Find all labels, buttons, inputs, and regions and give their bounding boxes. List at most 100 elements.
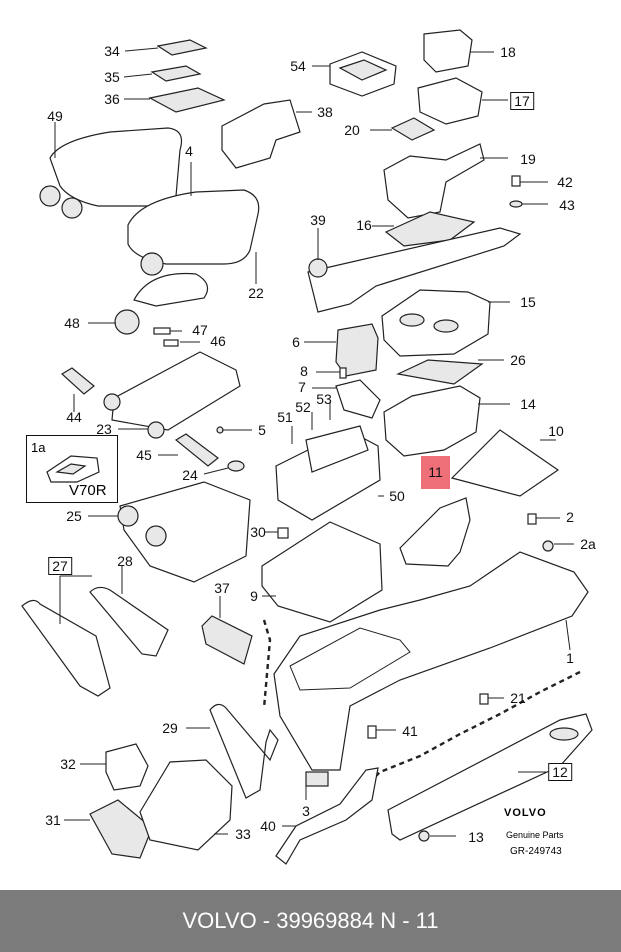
tray-54 (312, 51, 397, 97)
callout-13: 13 (468, 829, 484, 845)
callout-10: 10 (548, 423, 564, 439)
mat-20 (370, 117, 436, 141)
callout-33: 33 (235, 826, 251, 842)
callout-53: 53 (316, 391, 332, 407)
callout-12: 12 (548, 763, 572, 781)
parts-diagram: 34 35 36 49 38 54 18 17 20 19 4 42 43 39… (21, 29, 596, 865)
callout-29: 29 (162, 720, 178, 736)
brand-line: Genuine Parts (506, 830, 564, 840)
callout-45: 45 (136, 447, 152, 463)
callout-47: 47 (192, 322, 208, 338)
callout-28: 28 (117, 553, 133, 569)
mat-16 (372, 211, 476, 247)
callout-34: 34 (104, 43, 120, 59)
callout-1: 1 (566, 650, 574, 666)
callout-2: 2 (566, 509, 574, 525)
callout-43: 43 (559, 197, 575, 213)
callout-7: 7 (298, 379, 306, 395)
callout-19: 19 (520, 151, 536, 167)
box-50 (275, 425, 384, 521)
callout-51: 51 (277, 409, 293, 425)
callout-37: 37 (214, 580, 230, 596)
callout-48: 48 (64, 315, 80, 331)
callout-21: 21 (510, 690, 526, 706)
hinge-23 (60, 351, 252, 439)
brand-name: VOLVO (504, 807, 547, 819)
callout-38: 38 (317, 104, 333, 120)
trims-27-28 (21, 566, 169, 697)
pins-45-24 (158, 433, 245, 475)
callout-8: 8 (300, 363, 308, 379)
armrest-4 (127, 162, 260, 276)
box-9 (261, 521, 383, 623)
callout-31: 31 (45, 812, 61, 828)
callout-9: 9 (250, 588, 258, 604)
callout-23: 23 (96, 421, 112, 437)
callout-49: 49 (47, 108, 63, 124)
bracket-38 (221, 99, 312, 169)
callout-50: 50 (389, 488, 405, 504)
box-14 (383, 385, 510, 457)
callout-16: 16 (356, 217, 372, 233)
callout-14: 14 (520, 396, 536, 412)
callout-25: 25 (66, 508, 82, 524)
callout-39: 39 (310, 212, 326, 228)
panel-37 (201, 596, 272, 709)
trim-29 (186, 703, 279, 799)
panel-12 (387, 713, 593, 842)
inset-drawing (46, 455, 100, 483)
callout-17: 17 (510, 92, 534, 110)
callout-42: 42 (557, 174, 573, 190)
callout-35: 35 (104, 69, 120, 85)
mat-26 (396, 359, 504, 385)
insert-6 (304, 323, 379, 377)
screws-51-53 (291, 402, 331, 444)
screw-21 (479, 693, 504, 705)
callout-26: 26 (510, 352, 526, 368)
bracket-25 (88, 481, 251, 583)
callout-40: 40 (260, 818, 276, 834)
inset-model: V70R (69, 482, 107, 499)
frame-39 (307, 227, 522, 313)
callout-46: 46 (210, 333, 226, 349)
cupholder-15 (381, 289, 510, 357)
callout-3: 3 (302, 803, 310, 819)
bracket-7 (312, 367, 381, 419)
cover-10 (450, 429, 560, 497)
callout-5: 5 (258, 422, 266, 438)
callout-6: 6 (292, 334, 300, 350)
screws-2 (527, 513, 574, 552)
inset-detail-1a: 1a V70R (26, 435, 118, 503)
callout-24: 24 (182, 467, 198, 483)
callout-41: 41 (402, 723, 418, 739)
callout-36: 36 (104, 91, 120, 107)
inset-callout: 1a (31, 440, 46, 455)
callout-27: 27 (48, 557, 72, 575)
footer-title: VOLVO - 39969884 N - 11 (0, 890, 621, 952)
bracket-40 (275, 725, 396, 865)
callout-22: 22 (248, 285, 264, 301)
callout-20: 20 (344, 122, 360, 138)
callout-4: 4 (185, 143, 193, 159)
callout-18: 18 (500, 44, 516, 60)
screws-42-43 (509, 175, 548, 208)
cupholder-48 (88, 252, 257, 347)
callout-15: 15 (520, 294, 536, 310)
console-1 (273, 551, 589, 793)
diagram-drawing (21, 29, 593, 865)
callout-52: 52 (295, 399, 311, 415)
armrest-49 (39, 122, 183, 219)
box-19 (383, 143, 508, 219)
callout-54: 54 (290, 58, 306, 74)
highlight-label: 11 (428, 464, 443, 480)
callout-30: 30 (250, 524, 266, 540)
trays-31-33 (64, 743, 233, 859)
callout-32: 32 (60, 756, 76, 772)
cups-18-17 (417, 29, 508, 125)
highlight-part-11: 11 (421, 456, 450, 489)
filter-mats (123, 39, 226, 113)
part-11 (399, 497, 471, 567)
callout-44: 44 (66, 409, 82, 425)
callout-2a: 2a (580, 536, 596, 552)
drawing-code: GR-249743 (510, 846, 562, 857)
